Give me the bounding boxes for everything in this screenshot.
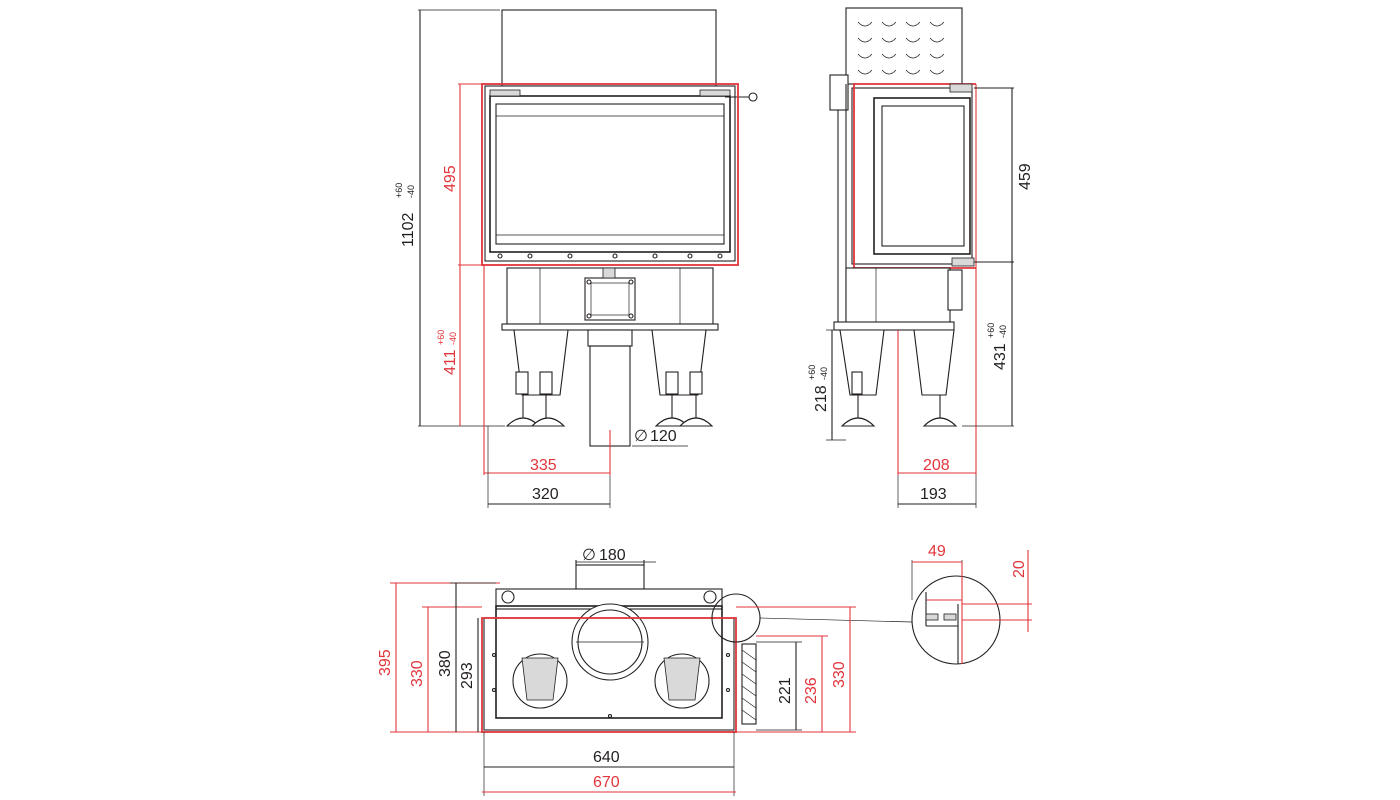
top-view: ∅ 180 395 330 380 293 221 236 330 640 67… (377, 547, 913, 796)
side-top-box (845, 7, 963, 85)
dim-top-293: 293 (459, 662, 476, 689)
side-glass-frame (873, 97, 971, 255)
dim-side-base-tol-plus: +60 (986, 323, 996, 338)
dim-side-depth-inner: 193 (920, 486, 947, 503)
front-top-box (501, 9, 717, 87)
front-glass (495, 103, 725, 245)
dim-base-height: 411 (442, 349, 459, 375)
dim-side-base-tol-minus: -40 (998, 325, 1008, 338)
top-handle (741, 643, 757, 725)
dim-top-380: 380 (437, 650, 454, 677)
dim-top-236: 236 (803, 677, 820, 704)
dim-total-height-tol-minus: -40 (406, 185, 416, 198)
door-handle (748, 92, 758, 102)
front-view: 1102 +60 -40 495 411 +60 -40 ∅ 120 335 3… (394, 9, 758, 508)
dim-top-395: 395 (377, 649, 394, 676)
dim-side-glass-height: 459 (1017, 163, 1034, 190)
side-lower-box (845, 267, 951, 325)
dim-offset-inner: 320 (532, 486, 559, 503)
dim-detail-offset-y: 20 (1011, 560, 1028, 578)
dim-base-height-tol-plus: +60 (436, 330, 446, 345)
flue-collar (587, 329, 633, 347)
side-base-plate (833, 321, 955, 331)
dim-flue-symbol: ∅ (634, 428, 648, 445)
top-outlet-collar (575, 564, 645, 590)
dim-side-inlet-tol-minus: -40 (819, 367, 829, 380)
dim-top-width-inner: 640 (593, 749, 620, 766)
dim-top-221: 221 (777, 677, 794, 704)
front-body (484, 85, 736, 262)
dim-flue-diameter: 120 (650, 428, 677, 445)
dim-side-inlet-tol-plus: +60 (807, 365, 817, 380)
dim-side-inlet-height: 218 (813, 385, 830, 412)
dim-glass-height: 495 (442, 165, 459, 192)
front-door-frame (489, 95, 731, 253)
dim-top-outlet-diameter: 180 (599, 547, 626, 564)
detail-view: 49 20 (911, 543, 1032, 665)
front-legs (505, 329, 714, 427)
dim-total-height: 1102 (400, 212, 417, 247)
dim-top-330-left: 330 (409, 660, 426, 687)
dim-top-width-outer: 670 (593, 774, 620, 791)
top-frame-outline (481, 617, 737, 733)
air-control-box (584, 277, 636, 321)
front-frame-outline (481, 83, 739, 266)
dim-top-330-right: 330 (831, 661, 848, 688)
side-leg-front (839, 329, 885, 396)
side-glass (881, 105, 965, 247)
dim-side-depth-outer: 208 (923, 457, 950, 474)
side-vent-slots (857, 21, 945, 75)
dim-total-height-tol-plus: +60 (394, 183, 404, 198)
dim-top-outlet-symbol: ∅ (582, 547, 596, 564)
dim-detail-offset-x: 49 (928, 543, 946, 560)
side-body (851, 87, 973, 265)
dim-offset-outer: 335 (530, 457, 557, 474)
dim-base-height-tol-minus: -40 (448, 332, 458, 345)
side-leg-back (913, 329, 955, 396)
side-view: 459 431 +60 -40 218 +60 -40 208 193 (807, 7, 1034, 508)
front-base-plate (501, 323, 719, 331)
dim-side-base-height: 431 (992, 343, 1009, 370)
